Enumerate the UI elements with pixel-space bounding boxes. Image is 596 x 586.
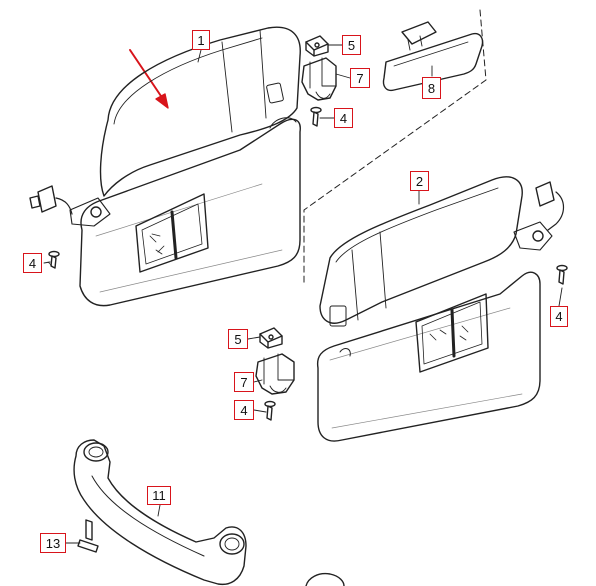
callout-13[interactable]: 13 [40,533,66,553]
left-sun-visor [29,26,301,307]
right-sun-visor [316,176,565,442]
screw-mid [264,400,276,421]
screw-left [47,250,60,269]
partial-bracket [305,572,345,586]
visor-mount-top [301,57,337,101]
screw-right [556,264,568,285]
callout-7-mid[interactable]: 7 [234,372,254,392]
callout-7-top[interactable]: 7 [350,68,370,88]
assembly-dashed-frame [303,9,487,285]
callout-4-right[interactable]: 4 [550,306,568,327]
clip-mid [259,327,283,349]
visor-mount-mid [255,353,295,395]
callout-4-left[interactable]: 4 [23,253,42,273]
leader-lines [43,44,563,544]
callout-5-top[interactable]: 5 [342,35,361,55]
interior-mirror [382,21,484,92]
screw-top [310,106,322,127]
callout-1[interactable]: 1 [192,30,210,50]
callout-11[interactable]: 11 [147,486,171,505]
callout-8[interactable]: 8 [422,77,441,99]
screw-13 [77,519,99,553]
callout-4-mid[interactable]: 4 [234,400,254,420]
callout-4-top[interactable]: 4 [334,108,353,128]
grab-handle [73,439,247,586]
callout-5-mid[interactable]: 5 [228,329,248,349]
clip-top [305,35,329,57]
callout-2[interactable]: 2 [410,171,429,191]
direction-arrow [129,49,169,109]
